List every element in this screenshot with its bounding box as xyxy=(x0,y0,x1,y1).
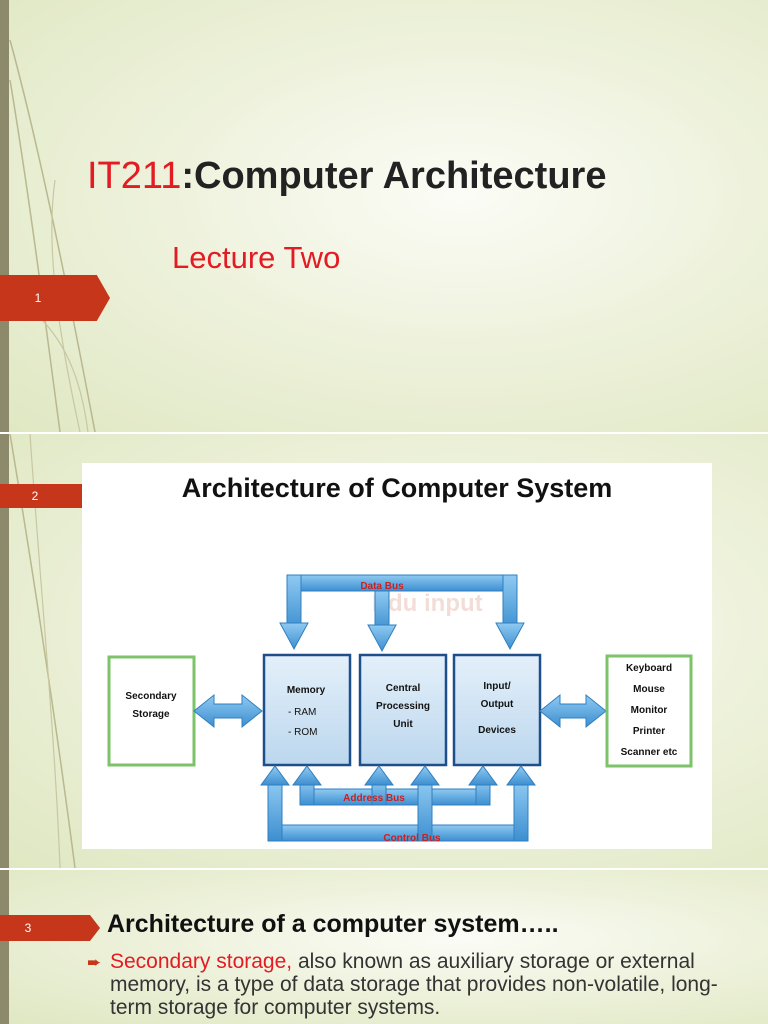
io-label-1: Input/ xyxy=(483,681,510,692)
cpu-box: Central Processing Unit xyxy=(358,653,448,767)
decorative-lines xyxy=(9,39,96,432)
cpu-label-3: Unit xyxy=(393,719,413,730)
slide-separator xyxy=(0,868,768,870)
slide-subtitle: Lecture Two xyxy=(172,240,341,275)
slide-number: 3 xyxy=(24,921,32,935)
rom-label: - ROM xyxy=(288,727,317,738)
slide-number-tab: 2 xyxy=(0,484,82,508)
io-peripherals-arrow xyxy=(539,693,607,729)
diagram-canvas: Edu input Data Bus Secondary Storage xyxy=(107,574,693,844)
address-bus-label: Address Bus xyxy=(343,793,405,804)
slide-1: 1 IT211:Computer Architecture Lecture Tw… xyxy=(0,0,768,432)
ram-label: - RAM xyxy=(288,707,316,718)
architecture-diagram: Architecture of Computer System Edu inpu… xyxy=(82,463,712,849)
peripheral-scanner: Scanner etc xyxy=(621,747,678,758)
slide-number: 2 xyxy=(31,489,39,503)
data-bus: Data Bus xyxy=(279,574,525,653)
slide-number: 1 xyxy=(34,291,42,305)
peripheral-keyboard: Keyboard xyxy=(626,663,672,674)
slide-separator xyxy=(0,432,768,434)
control-bus: Control Bus xyxy=(260,765,536,844)
slide-number-tab: 1 xyxy=(0,275,110,321)
slide-side-stripe xyxy=(0,434,9,868)
secondary-storage-label-2: Storage xyxy=(132,709,170,720)
slide-3: 3 Architecture of a computer system….. ➨… xyxy=(0,870,768,1024)
bullet-text: Secondary storage, also known as auxilia… xyxy=(110,950,750,1019)
peripheral-printer: Printer xyxy=(633,726,665,737)
memory-label: Memory xyxy=(287,685,326,696)
io-box: Input/ Output Devices xyxy=(452,653,542,767)
memory-box: Memory - RAM - ROM xyxy=(262,653,352,767)
cpu-label-1: Central xyxy=(386,683,421,694)
io-label-2: Output xyxy=(481,699,514,710)
peripheral-monitor: Monitor xyxy=(631,705,668,716)
peripherals-box: Keyboard Mouse Monitor Printer Scanner e… xyxy=(605,654,693,768)
cpu-label-2: Processing xyxy=(376,701,430,712)
slide-2: 2 Architecture of Computer System Edu in… xyxy=(0,434,768,868)
bullet-arrow-icon: ➨ xyxy=(87,953,102,972)
peripheral-mouse: Mouse xyxy=(633,684,665,695)
course-code: IT211 xyxy=(87,155,182,197)
secondary-storage-box: Secondary Storage xyxy=(107,655,196,767)
diagram-title: Architecture of Computer System xyxy=(181,473,613,503)
data-bus-label: Data Bus xyxy=(360,581,404,592)
watermark: Edu input xyxy=(372,590,483,617)
slide-heading: Architecture of a computer system….. xyxy=(107,910,559,938)
storage-memory-arrow xyxy=(193,693,263,729)
course-title: :Computer Architecture xyxy=(181,155,607,197)
control-bus-label: Control Bus xyxy=(383,833,441,844)
slide-title: IT211:Computer Architecture xyxy=(87,155,606,198)
slide-side-stripe xyxy=(0,870,9,1024)
address-bus: Address Bus xyxy=(292,765,498,806)
io-label-3: Devices xyxy=(478,725,516,736)
slide-number-tab: 3 xyxy=(0,915,100,941)
slide-side-stripe xyxy=(0,0,9,432)
secondary-storage-label-1: Secondary xyxy=(125,691,177,702)
bullet-highlight: Secondary storage, xyxy=(110,950,293,973)
bullet-body: also known as auxiliary storage or exter… xyxy=(110,950,718,1019)
